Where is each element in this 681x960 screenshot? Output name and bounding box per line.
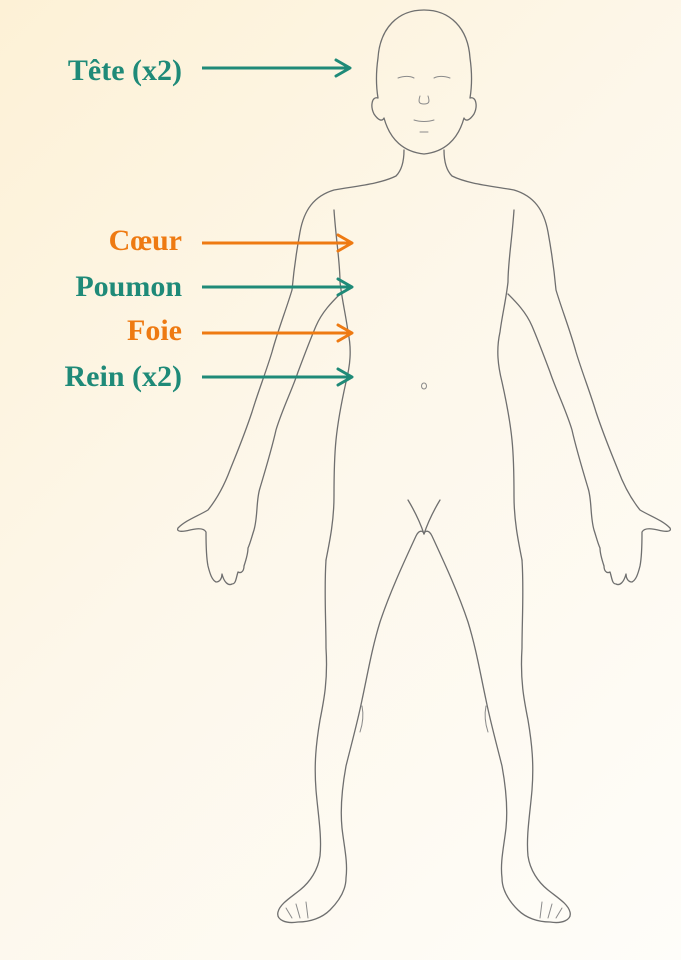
right-leg [424,531,570,922]
label-coeur: Cœur [109,224,352,257]
label-tete-text: Tête (x2) [68,54,182,87]
label-foie-text: Foie [127,314,182,347]
label-rein-text: Rein (x2) [65,360,182,393]
human-body-outline [178,10,671,923]
navel [422,383,427,389]
left-leg [278,531,424,922]
eye-left [398,77,414,79]
left-toes [286,902,308,918]
label-foie: Foie [127,314,352,347]
left-neck-shoulder-arm [178,150,404,585]
label-poumon: Poumon [75,270,352,303]
torso-right-side [498,210,522,560]
label-coeur-text: Cœur [109,224,182,257]
right-toes [540,902,562,918]
nose [419,96,429,104]
mouth [414,120,434,122]
label-tete: Tête (x2) [68,54,350,87]
crotch [408,500,440,534]
label-poumon-text: Poumon [75,270,182,303]
eye-right [434,77,450,79]
right-neck-shoulder-arm [444,150,670,585]
label-rein: Rein (x2) [65,360,352,393]
